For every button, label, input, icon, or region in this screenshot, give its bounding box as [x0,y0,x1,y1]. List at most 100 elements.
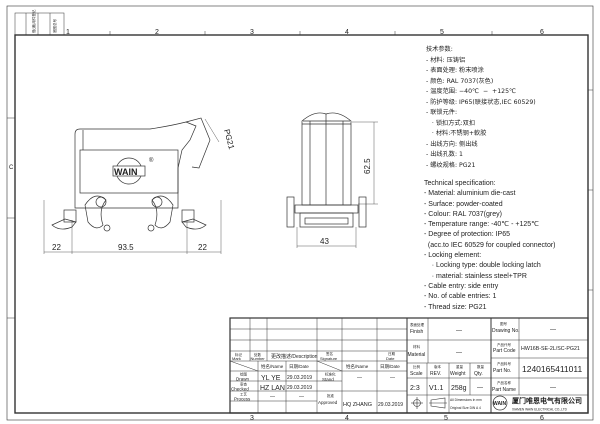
spec-cn-line: - 螺纹规格: PG21 [426,161,476,169]
svg-text:版本: 版本 [434,364,442,369]
svg-text:Number: Number [251,356,266,361]
checked-name: HZ LAN [260,385,285,392]
spec-en-line: · Locking type: double locking latch [424,262,541,270]
bottom-marker-3: 3 [250,415,254,422]
svg-text:审查: 审查 [240,382,247,387]
spec-cn-title: 技术参数: [426,46,453,53]
svg-text:—: — [270,394,275,400]
svg-text:—: — [357,375,362,381]
svg-text:标准化: 标准化 [325,372,336,377]
spec-en-line: - Material: aluminium die-cast [424,190,516,198]
svg-text:All Dimensions in mm: All Dimensions in mm [450,398,482,402]
spec-en-line: - Surface: powder-coated [424,200,503,208]
svg-text:—: — [550,385,556,391]
approved-name: HQ ZHANG [343,402,372,408]
svg-text:比例: 比例 [413,364,421,369]
svg-text:WAIN: WAIN [114,167,138,177]
svg-text:Signature: Signature [320,356,338,361]
col-marker-4: 4 [345,29,349,36]
svg-text:底图总号: 底图总号 [52,19,57,33]
spec-cn-line: · 材料:不锈钢+軟胶 [426,130,487,137]
svg-text:Stand: Stand [322,377,334,382]
svg-text:—: — [550,327,556,333]
drawn-name: YL YE [261,375,281,382]
dim-left: 22 [52,243,61,252]
spec-cn-line: - 出线孔数: 1 [426,151,463,158]
bottom-marker-6: 6 [540,415,544,422]
spec-en-title: Technical specification: [424,180,496,187]
spec-en-line: - Colour: RAL 7037(grey) [424,210,502,218]
spec-cn-line: - 表面处理: 粉末喷涂 [426,67,484,74]
spec-en-line: (acc.to IEC 60529 for coupled connector) [424,241,556,249]
checked-date: 29.03.2019 [287,385,312,391]
svg-text:表面处理: 表面处理 [410,322,424,327]
svg-text:工艺: 工艺 [240,392,247,397]
spec-cn-line: - 温度范围: −40℃ − +125℃ [426,88,517,95]
company-name-cn: 厦门唯恩电气有限公司 [511,396,582,405]
svg-text:日期/Date: 日期/Date [289,364,309,370]
spec-en-line: · material: stainless steel+TPR [424,272,527,280]
spec-en-line: - Degree of protection: IP65 [424,231,510,239]
col-marker-1: 1 [66,29,70,36]
svg-text:借(通)用件登记: 借(通)用件登记 [31,9,36,33]
svg-text:Approved: Approved [318,400,338,405]
svg-text:标记: 标记 [235,352,242,357]
dim-middle: 93.5 [118,243,134,252]
svg-text:Weight: Weight [450,371,466,377]
rev-value: V1.1 [429,385,444,392]
svg-text:数量: 数量 [477,364,485,369]
drawn-date: 29.03.2019 [287,375,312,381]
spec-cn-line: - 颜色: RAL 7037(灰色) [426,77,494,85]
col-marker-2: 2 [155,29,159,36]
front-view: WAIN ® [51,117,220,232]
svg-text:批准: 批准 [327,393,335,398]
dim-right: 22 [198,243,207,252]
dim-height: 62.5 [363,158,372,174]
svg-text:®: ® [149,157,154,164]
scale-value: 2:3 [410,385,420,392]
col-marker-6: 6 [540,29,544,36]
col-marker-5: 5 [440,29,444,36]
spec-en-line: - Temperature range: -40℃ - +125℃ [424,221,540,229]
svg-text:产品代号: 产品代号 [497,342,511,347]
approved-date: 29.03.2019 [378,402,403,408]
svg-text:Checked: Checked [231,387,249,392]
svg-text:Original Size DIN A 4: Original Size DIN A 4 [450,406,481,410]
svg-text:绘图: 绘图 [240,372,247,377]
svg-text:—: — [456,328,462,334]
spec-cn-line: - 材料: 压铸铝 [426,56,466,64]
svg-text:签名: 签名 [326,351,333,356]
svg-text:产品料号: 产品料号 [497,361,511,366]
spec-en-line: - No. of cable entries: 1 [424,293,497,301]
bottom-marker-4: 4 [345,415,349,422]
corner-stamp: 借(通)用件登记 底图总号 [14,9,65,36]
svg-text:REV.: REV. [430,371,441,377]
projection-symbol-icon [411,397,423,409]
svg-text:Scale: Scale [410,371,423,377]
view-cone-icon [429,397,447,409]
spec-cn-line: - 联锁元件: [426,109,458,116]
svg-text:—: — [456,350,462,356]
dim-thread: PG21 [222,128,236,151]
svg-text:日期: 日期 [388,351,396,356]
part-code-value: HW16B-SE-2L/SC-PG21 [521,346,580,352]
spec-cn-line: - 防护等级: IP65(联接状态,IEC 60529) [426,98,536,106]
svg-text:—: — [299,394,304,400]
svg-text:Mark: Mark [232,356,241,361]
company-logo: WAIN [492,395,508,411]
side-dimensions: 62.5 43 [296,121,378,248]
side-view [286,112,367,228]
svg-text:—: — [390,375,395,381]
spec-en-line: - Cable entry: side entry [424,282,499,290]
svg-text:Date: Date [386,356,395,361]
svg-text:Finish: Finish [410,329,424,335]
outer-border [6,5,594,421]
svg-text:处数: 处数 [254,352,262,357]
svg-text:WAIN: WAIN [493,401,506,407]
svg-text:产品名称: 产品名称 [497,380,511,385]
svg-text:日期/Date: 日期/Date [380,364,400,370]
svg-text:材料: 材料 [413,344,421,349]
spec-en-line: - Thread size: PG21 [424,303,487,311]
